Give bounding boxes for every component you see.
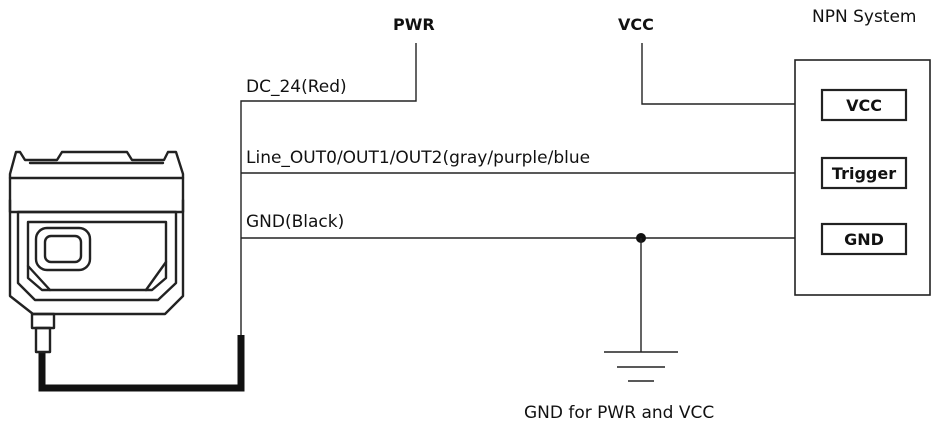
ground-symbol-icon: [604, 351, 678, 382]
camera-cable: [38, 335, 245, 392]
pin-gnd: GND: [820, 222, 908, 256]
pin-vcc-label: VCC: [846, 96, 882, 115]
vcc-label: VCC: [618, 15, 654, 34]
ground-wire-label: GND(Black): [246, 212, 344, 232]
pin-trigger: Trigger: [820, 156, 908, 190]
camera-device-icon: [8, 150, 185, 354]
system-title: NPN System: [812, 7, 916, 27]
power-wire: [240, 43, 417, 335]
pin-vcc: VCC: [820, 88, 908, 122]
vcc-wire: [641, 43, 822, 105]
pin-trigger-label: Trigger: [832, 164, 896, 183]
output-wire-label: Line_OUT0/OUT1/OUT2(gray/purple/blue: [246, 148, 590, 168]
power-wire-label: DC_24(Red): [246, 77, 347, 97]
pwr-label: PWR: [393, 15, 435, 34]
pin-gnd-label: GND: [844, 230, 884, 249]
ground-note: GND for PWR and VCC: [524, 403, 714, 423]
